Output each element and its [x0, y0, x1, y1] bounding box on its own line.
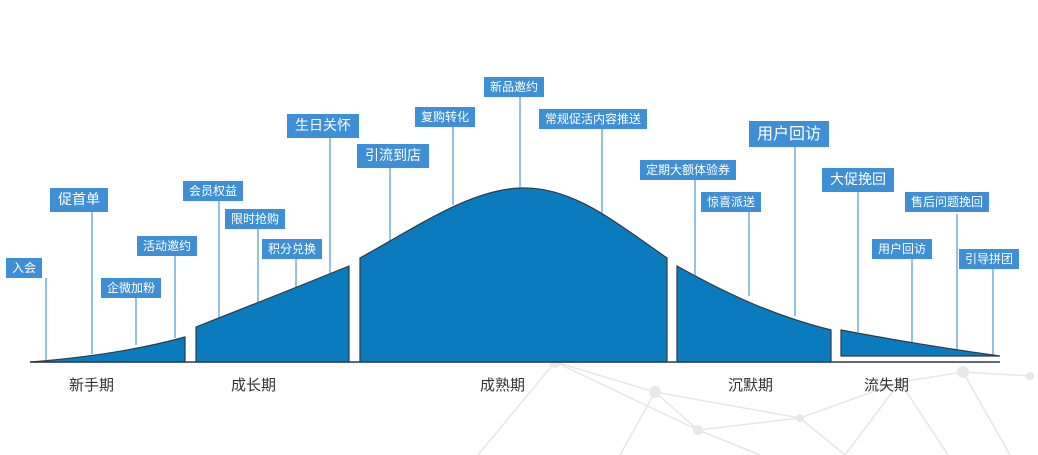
label-store-traffic: 引流到店 [357, 144, 429, 168]
background-network [477, 361, 1031, 455]
label-coupon-trial: 定期大额体验券 [640, 160, 737, 180]
label-birthday-care: 生日关怀 [287, 114, 359, 138]
label-points-redeem: 积分兑换 [262, 239, 323, 259]
segment-newbie [29, 336, 186, 363]
label-join: 入会 [6, 258, 43, 278]
segment-growth [195, 265, 350, 363]
label-surprise-gift: 惊喜派送 [701, 192, 762, 212]
stage-name-growth: 成长期 [231, 376, 277, 394]
stage-name-churn: 流失期 [864, 376, 910, 394]
stage-name-mature: 成熟期 [480, 376, 526, 394]
label-repurchase: 复购转化 [415, 107, 476, 127]
background-network-nodes [549, 356, 1034, 435]
stage-name-silent: 沉默期 [728, 376, 774, 394]
label-new-product-invite: 新品邀约 [484, 77, 545, 97]
label-flash-sale: 限时抢购 [225, 209, 286, 229]
label-wecom-follow: 企微加粉 [101, 278, 162, 298]
label-after-sales-winback: 售后问题挽回 [905, 192, 990, 212]
label-activity-invite: 活动邀约 [137, 236, 198, 256]
label-user-revisit-silent: 用户回访 [749, 121, 830, 147]
label-regular-push: 常规促活内容推送 [539, 109, 648, 129]
segment-churn [840, 329, 1001, 357]
segment-silent [676, 264, 832, 363]
label-user-revisit-churn: 用户回访 [872, 239, 933, 259]
segment-mature [359, 187, 668, 363]
label-group-buy: 引导拼团 [959, 249, 1020, 269]
stage-name-newbie: 新手期 [69, 376, 115, 394]
leader-lines [45, 97, 994, 360]
label-first-order: 促首单 [50, 188, 108, 212]
label-member-benefits: 会员权益 [183, 181, 244, 201]
label-promo-winback: 大促挽回 [822, 168, 894, 192]
